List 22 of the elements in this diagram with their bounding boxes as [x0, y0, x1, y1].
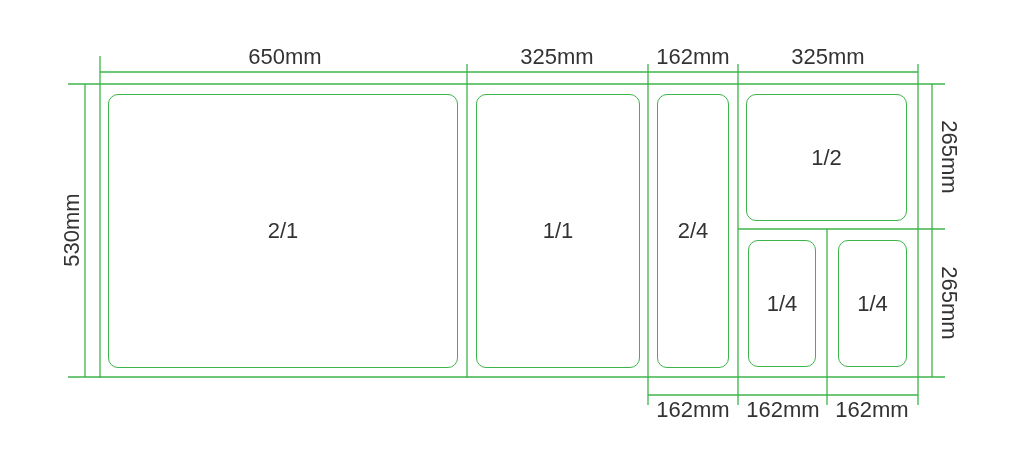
pan-size-label: 2/4 — [677, 218, 709, 244]
dimension-label: 650mm — [248, 46, 322, 68]
pan-size-label: 1/1 — [542, 218, 574, 244]
pan-outline — [108, 94, 458, 368]
pan-outline — [657, 94, 729, 368]
dimension-label: 162mm — [656, 46, 730, 68]
pan-outline — [476, 94, 640, 368]
dimension-label: 325mm — [520, 46, 594, 68]
dimension-label: 530mm — [61, 193, 83, 267]
pan-size-label: 1/4 — [857, 290, 888, 317]
dimension-label: 162mm — [656, 399, 730, 421]
dimension-label: 325mm — [791, 46, 865, 68]
dimension-label: 162mm — [835, 399, 909, 421]
pan-outline — [838, 240, 907, 367]
pan-outline — [748, 240, 816, 367]
pan-size-label: 1/2 — [811, 144, 842, 171]
pan-size-label: 1/4 — [766, 290, 798, 317]
pan-outline — [746, 94, 907, 221]
dimension-label: 265mm — [938, 266, 960, 340]
dimension-label: 162mm — [746, 399, 820, 421]
pan-size-label: 2/1 — [267, 218, 299, 244]
dimension-label: 265mm — [938, 120, 960, 194]
